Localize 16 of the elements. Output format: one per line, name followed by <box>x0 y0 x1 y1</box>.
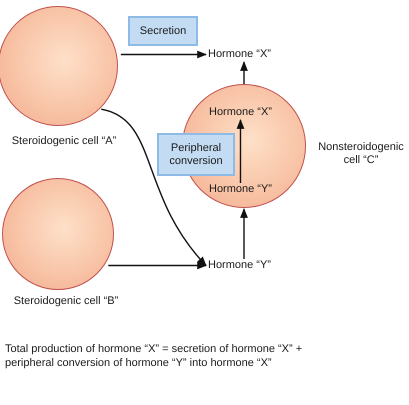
hormone-label: Hormone “X” <box>208 48 271 61</box>
arrow <box>240 61 248 84</box>
arrow <box>120 50 207 58</box>
process-label-box: Peripheral conversion <box>157 133 235 176</box>
cell-caption: Steroidogenic cell “B” <box>12 295 120 308</box>
process-label-box: Secretion <box>128 16 198 46</box>
arrow <box>236 119 244 183</box>
hormone-label: Hormone “Y” <box>208 259 271 272</box>
hormone-label: Hormone “Y” <box>209 183 272 196</box>
arrow <box>240 208 248 259</box>
caption: Total production of hormone “X” = secretion of hormone “X” + peripheral conversion of hormone “Y” into hormone “X” <box>5 342 304 370</box>
arrow <box>108 262 207 270</box>
hormone-label: Hormone “X” <box>209 106 272 119</box>
arrow <box>101 108 207 266</box>
cell-caption: Steroidogenic cell “A” <box>10 135 118 148</box>
cell-caption: Nonsteroidogenic cell “C” <box>317 141 405 167</box>
